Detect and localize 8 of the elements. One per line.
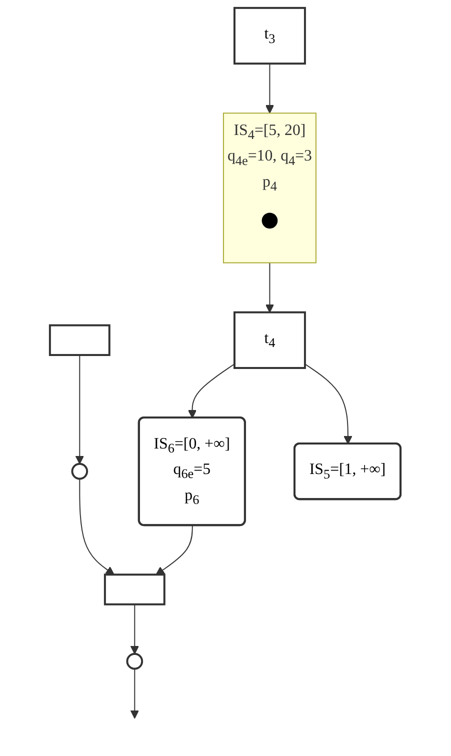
node-circle (126, 652, 144, 670)
node-bar (104, 574, 166, 606)
node-bar (49, 324, 111, 356)
node-circle (262, 212, 278, 229)
node-box: t$_{3}$ (234, 6, 306, 65)
cluster: IS$_{4}$=[5, 20] q$_{4e}$=10, q$_{4}$=3 p$_{4}$ (223, 112, 317, 264)
node-circle (72, 462, 88, 480)
node-box: t$_{4}$ (234, 311, 306, 369)
